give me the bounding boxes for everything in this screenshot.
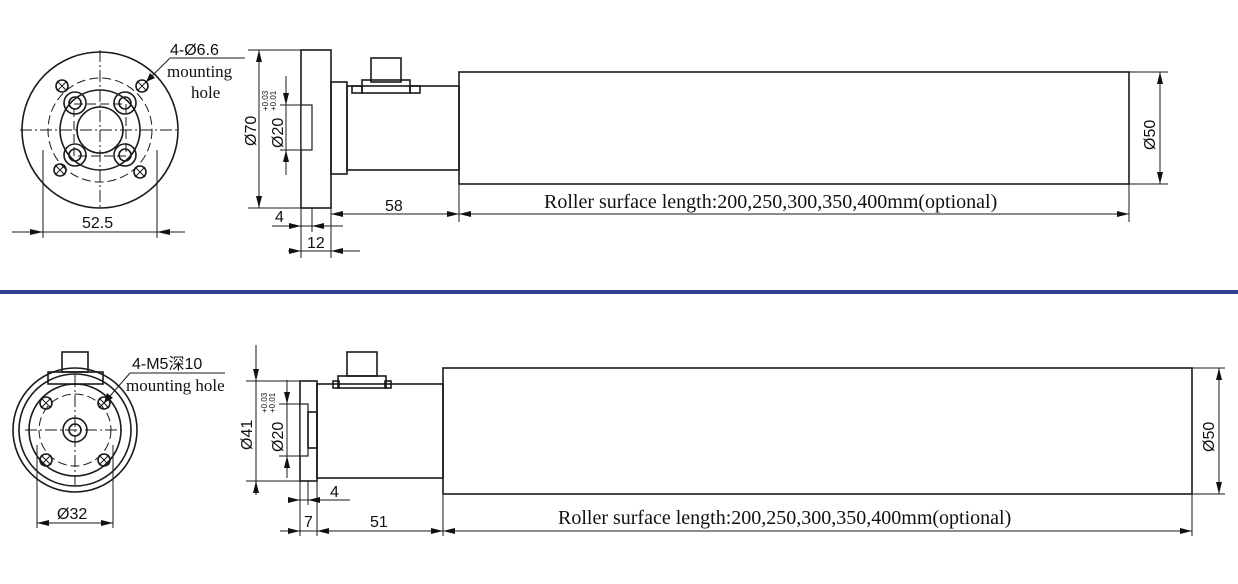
bottom-hole-callout: 4-M5深10 (132, 355, 202, 373)
bottom-end-view: 4-M5深10 mounting hole Ø32 (12, 351, 225, 528)
top-dim-12: 12 (307, 235, 325, 252)
bottom-side-view: Ø41 Ø20 +0.03 +0.01 4 7 51 Roller surfac… (239, 345, 1225, 536)
bottom-shaft-tol-upper: +0.03 (260, 392, 269, 413)
top-flange-diameter: Ø70 (243, 116, 260, 146)
bottom-roller-length: Roller surface length:200,250,300,350,40… (558, 507, 1011, 529)
top-bolt-heads (63, 91, 137, 167)
bottom-hole-label: mounting hole (126, 376, 225, 395)
top-shaft-tol-upper: +0.03 (261, 90, 270, 111)
bottom-flange-diameter: Ø41 (239, 420, 256, 450)
top-hole-label-2: hole (191, 83, 220, 102)
top-shaft-tol-lower: +0.01 (269, 90, 278, 111)
top-side-view: Ø70 Ø20 +0.03 +0.01 4 12 58 Roller surf (243, 49, 1168, 258)
top-dim-58: 58 (385, 198, 403, 215)
bottom-roller-diameter: Ø50 (1201, 422, 1218, 452)
top-mounting-holes (53, 79, 149, 179)
top-dim-4: 4 (275, 209, 284, 226)
bottom-shaft-tol-lower: +0.01 (268, 392, 277, 413)
top-end-view: 4-Ø6.6 mounting hole 52.5 (12, 42, 245, 238)
bottom-dim-4: 4 (330, 484, 339, 501)
bottom-center-dim: Ø32 (57, 506, 87, 523)
top-roller-length: Roller surface length:200,250,300,350,40… (544, 191, 997, 213)
top-roller-diameter: Ø50 (1142, 120, 1159, 150)
top-hole-label-1: mounting (167, 62, 233, 81)
bottom-dim-7: 7 (304, 514, 313, 531)
top-shaft-diameter: Ø20 (270, 118, 287, 148)
bottom-dim-51: 51 (370, 514, 388, 531)
top-bolt-circle-dim: 52.5 (82, 215, 113, 232)
top-hole-callout: 4-Ø6.6 (170, 42, 219, 59)
bottom-shaft-diameter: Ø20 (270, 422, 287, 452)
